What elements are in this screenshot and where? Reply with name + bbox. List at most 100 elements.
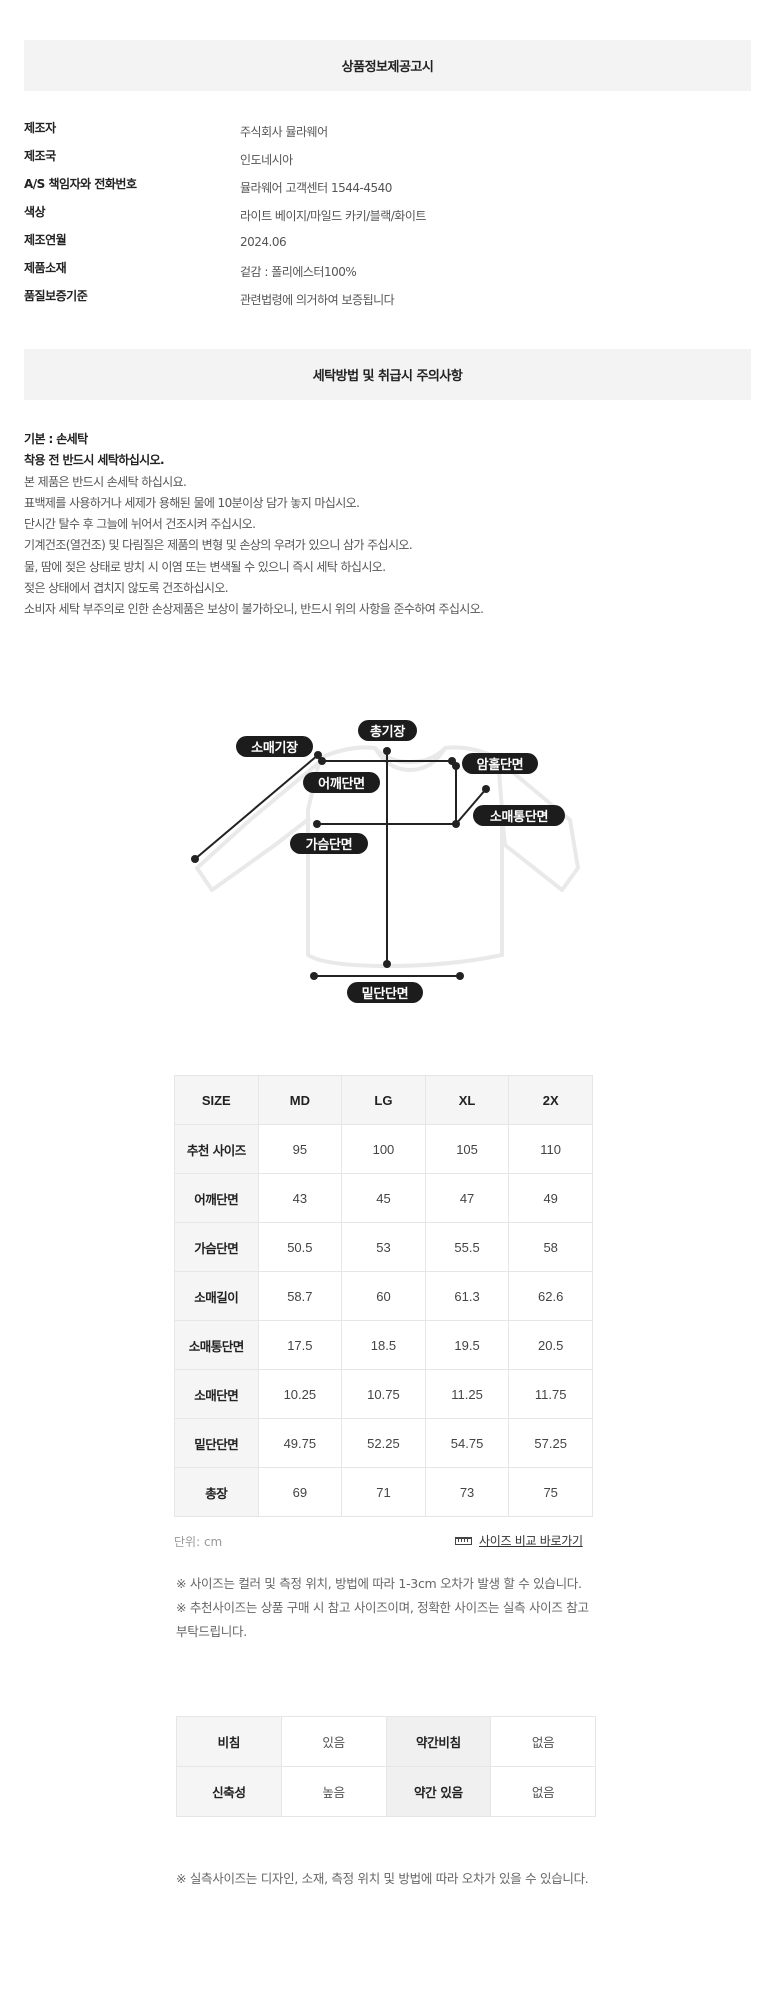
fabric-option: 높음 xyxy=(280,1766,387,1817)
washing-instructions: 기본 : 손세탁 착용 전 반드시 세탁하십시오. 본 제품은 반드시 손세탁 … xyxy=(24,430,751,622)
size-value: 45 xyxy=(341,1173,426,1223)
washing-line: 본 제품은 반드시 손세탁 하십시요. xyxy=(24,474,187,489)
size-value: 95 xyxy=(257,1124,343,1174)
row-label: 소매단면 xyxy=(174,1369,259,1419)
size-value: 43 xyxy=(257,1173,343,1223)
size-value: 58.7 xyxy=(257,1271,343,1321)
info-row-manufacturer: 제조자 주식회사 뮬라웨어 xyxy=(24,119,751,147)
size-value: 20.5 xyxy=(508,1320,593,1370)
size-value: 69 xyxy=(257,1467,343,1517)
size-value: 75 xyxy=(508,1467,593,1517)
size-value: 47 xyxy=(424,1173,510,1223)
label-armhole: 암홀단면 xyxy=(462,753,538,774)
product-info-title: 상품정보제공고시 xyxy=(341,60,434,75)
washing-line: 물, 땀에 젖은 상태로 방치 시 이염 또는 변색될 수 있으니 즉시 세탁 … xyxy=(24,559,386,574)
size-value: 18.5 xyxy=(341,1320,426,1370)
label-sleeve-length: 소매기장 xyxy=(236,736,313,757)
info-row-manufacture-date: 제조연월 2024.06 xyxy=(24,231,751,259)
size-notes: ※ 사이즈는 컬러 및 측정 위치, 방법에 따라 1-3cm 오차가 발생 할… xyxy=(176,1572,596,1644)
info-value: 겉감 : 폴리에스터100% xyxy=(240,265,357,279)
washing-header: 세탁방법 및 취급시 주의사항 xyxy=(24,349,751,400)
washing-line: 소비자 세탁 부주의로 인한 손상제품은 보상이 불가하오니, 반드시 위의 사… xyxy=(24,602,484,617)
size-value: 11.75 xyxy=(508,1369,593,1419)
info-value: 관련법령에 의거하여 보증됩니다 xyxy=(240,293,395,307)
washing-line: 젖은 상태에서 겹치지 않도록 건조하십시오. xyxy=(24,581,229,596)
row-label: 비침 xyxy=(176,1716,282,1767)
fabric-option: 없음 xyxy=(490,1716,596,1767)
fabric-row-stretch: 신축성 높음 약간 있음 없음 xyxy=(176,1766,596,1817)
size-value: 100 xyxy=(341,1124,426,1174)
washing-line: 단시간 탈수 후 그늘에 뉘어서 건조시켜 주십시오. xyxy=(24,517,256,532)
row-label: 총장 xyxy=(174,1467,259,1517)
info-label: 제조연월 xyxy=(24,233,67,247)
size-value: 10.25 xyxy=(257,1369,343,1419)
info-row-country: 제조국 인도네시아 xyxy=(24,147,751,175)
size-value: 61.3 xyxy=(424,1271,510,1321)
fabric-option: 없음 xyxy=(490,1766,596,1817)
info-label: 제조국 xyxy=(24,149,56,163)
info-label: A/S 책임자와 전화번호 xyxy=(24,177,137,191)
size-value: 49 xyxy=(508,1173,593,1223)
row-label: 소매통단면 xyxy=(174,1320,259,1370)
washing-line: 기계건조(열건조) 및 다림질은 제품의 변형 및 손상의 우려가 있으니 삼가… xyxy=(24,538,413,553)
row-label: 추천 사이즈 xyxy=(174,1124,259,1174)
fabric-option: 있음 xyxy=(280,1716,387,1767)
table-row: 소매통단면 17.5 18.5 19.5 20.5 xyxy=(174,1320,593,1370)
washing-line: 착용 전 반드시 세탁하십시오. xyxy=(24,453,165,468)
size-value: 49.75 xyxy=(257,1418,343,1468)
label-shoulder-width: 어깨단면 xyxy=(303,772,380,793)
size-header-cell: MD xyxy=(257,1075,343,1125)
size-value: 105 xyxy=(424,1124,510,1174)
row-label: 신축성 xyxy=(176,1766,282,1817)
label-chest-width: 가슴단면 xyxy=(290,833,368,854)
size-compare-link[interactable]: 사이즈 비교 바로가기 xyxy=(455,1532,583,1549)
size-value: 58 xyxy=(508,1222,593,1272)
label-total-length: 총기장 xyxy=(358,720,417,741)
table-row: 밑단단면 49.75 52.25 54.75 57.25 xyxy=(174,1418,593,1468)
size-value: 53 xyxy=(341,1222,426,1272)
table-row: 총장 69 71 73 75 xyxy=(174,1467,593,1517)
row-label: 소매길이 xyxy=(174,1271,259,1321)
size-header-cell: LG xyxy=(341,1075,426,1125)
info-label: 제품소재 xyxy=(24,261,67,275)
fabric-option-selected: 약간비침 xyxy=(385,1716,492,1767)
size-compare-label[interactable]: 사이즈 비교 바로가기 xyxy=(479,1534,583,1548)
size-value: 52.25 xyxy=(341,1418,426,1468)
table-row: 소매길이 58.7 60 61.3 62.6 xyxy=(174,1271,593,1321)
fabric-option-selected: 약간 있음 xyxy=(385,1766,492,1817)
row-label: 가슴단면 xyxy=(174,1222,259,1272)
measurement-disclaimer: ※ 실측사이즈는 디자인, 소재, 측정 위치 및 방법에 따라 오차가 있을 … xyxy=(176,1871,589,1886)
table-row: 소매단면 10.25 10.75 11.25 11.75 xyxy=(174,1369,593,1419)
ruler-icon xyxy=(455,1536,472,1545)
washing-line: 기본 : 손세탁 xyxy=(24,432,88,446)
info-row-as-contact: A/S 책임자와 전화번호 뮬라웨어 고객센터 1544-4540 xyxy=(24,175,751,203)
size-table-header: SIZE MD LG XL 2X xyxy=(174,1075,593,1125)
washing-line: 표백제를 사용하거나 세제가 용해된 물에 10분이상 담가 놓지 마십시오. xyxy=(24,495,360,510)
fabric-properties-table: 비침 있음 약간비침 없음 신축성 높음 약간 있음 없음 xyxy=(176,1716,596,1817)
table-row: 어깨단면 43 45 47 49 xyxy=(174,1173,593,1223)
info-value: 2024.06 xyxy=(240,235,287,249)
size-value: 60 xyxy=(341,1271,426,1321)
size-table: SIZE MD LG XL 2X 추천 사이즈 95 100 105 110 어… xyxy=(174,1075,593,1517)
size-value: 57.25 xyxy=(508,1418,593,1468)
shirt-outline-icon xyxy=(191,745,580,980)
size-value: 62.6 xyxy=(508,1271,593,1321)
unit-label: 단위: cm xyxy=(174,1535,223,1549)
size-value: 73 xyxy=(424,1467,510,1517)
size-header-cell: 2X xyxy=(508,1075,593,1125)
product-info-header: 상품정보제공고시 xyxy=(24,40,751,91)
info-row-quality-standard: 품질보증기준 관련법령에 의거하여 보증됩니다 xyxy=(24,287,751,315)
size-note: ※ 사이즈는 컬러 및 측정 위치, 방법에 따라 1-3cm 오차가 발생 할… xyxy=(176,1576,582,1591)
size-value: 11.25 xyxy=(424,1369,510,1419)
size-value: 55.5 xyxy=(424,1222,510,1272)
size-value: 71 xyxy=(341,1467,426,1517)
label-sleeve-width: 소매통단면 xyxy=(473,805,565,826)
size-value: 50.5 xyxy=(257,1222,343,1272)
table-row: 가슴단면 50.5 53 55.5 58 xyxy=(174,1222,593,1272)
product-info-list: 제조자 주식회사 뮬라웨어 제조국 인도네시아 A/S 책임자와 전화번호 뮬라… xyxy=(24,119,751,315)
info-value: 뮬라웨어 고객센터 1544-4540 xyxy=(240,181,392,195)
measurement-diagram: 총기장 소매기장 어깨단면 암홀단면 소매통단면 가슴단면 밑단단면 xyxy=(150,700,600,1020)
info-label: 색상 xyxy=(24,205,46,219)
size-value: 110 xyxy=(508,1124,593,1174)
info-row-material: 제품소재 겉감 : 폴리에스터100% xyxy=(24,259,751,287)
